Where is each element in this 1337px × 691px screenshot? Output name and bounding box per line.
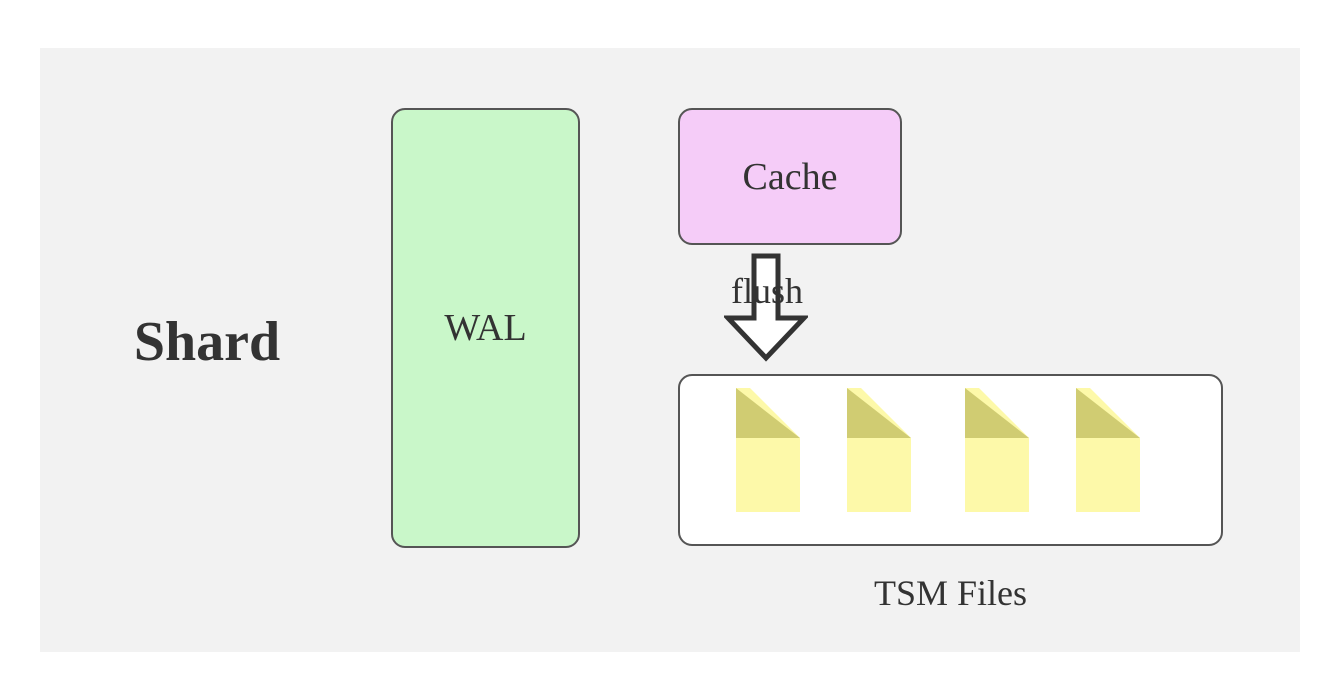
flush-label: flush: [731, 271, 803, 311]
cache-label: Cache: [742, 155, 838, 198]
wal-block: WAL: [391, 108, 580, 548]
tsm-file-icon: [847, 388, 911, 512]
tsm-file-icon: [1076, 388, 1140, 512]
tsm-file-icon: [736, 388, 800, 512]
flush-arrow-icon: [724, 253, 808, 362]
tsm-files-label: TSM Files: [873, 573, 1028, 613]
cache-block: Cache: [678, 108, 902, 245]
shard-title: Shard: [133, 311, 281, 373]
tsm-file-icon: [965, 388, 1029, 512]
wal-label: WAL: [444, 307, 527, 349]
shard-container: Shard WAL Cache flush TSM Files: [40, 48, 1300, 652]
tsm-files-box: [678, 374, 1223, 546]
